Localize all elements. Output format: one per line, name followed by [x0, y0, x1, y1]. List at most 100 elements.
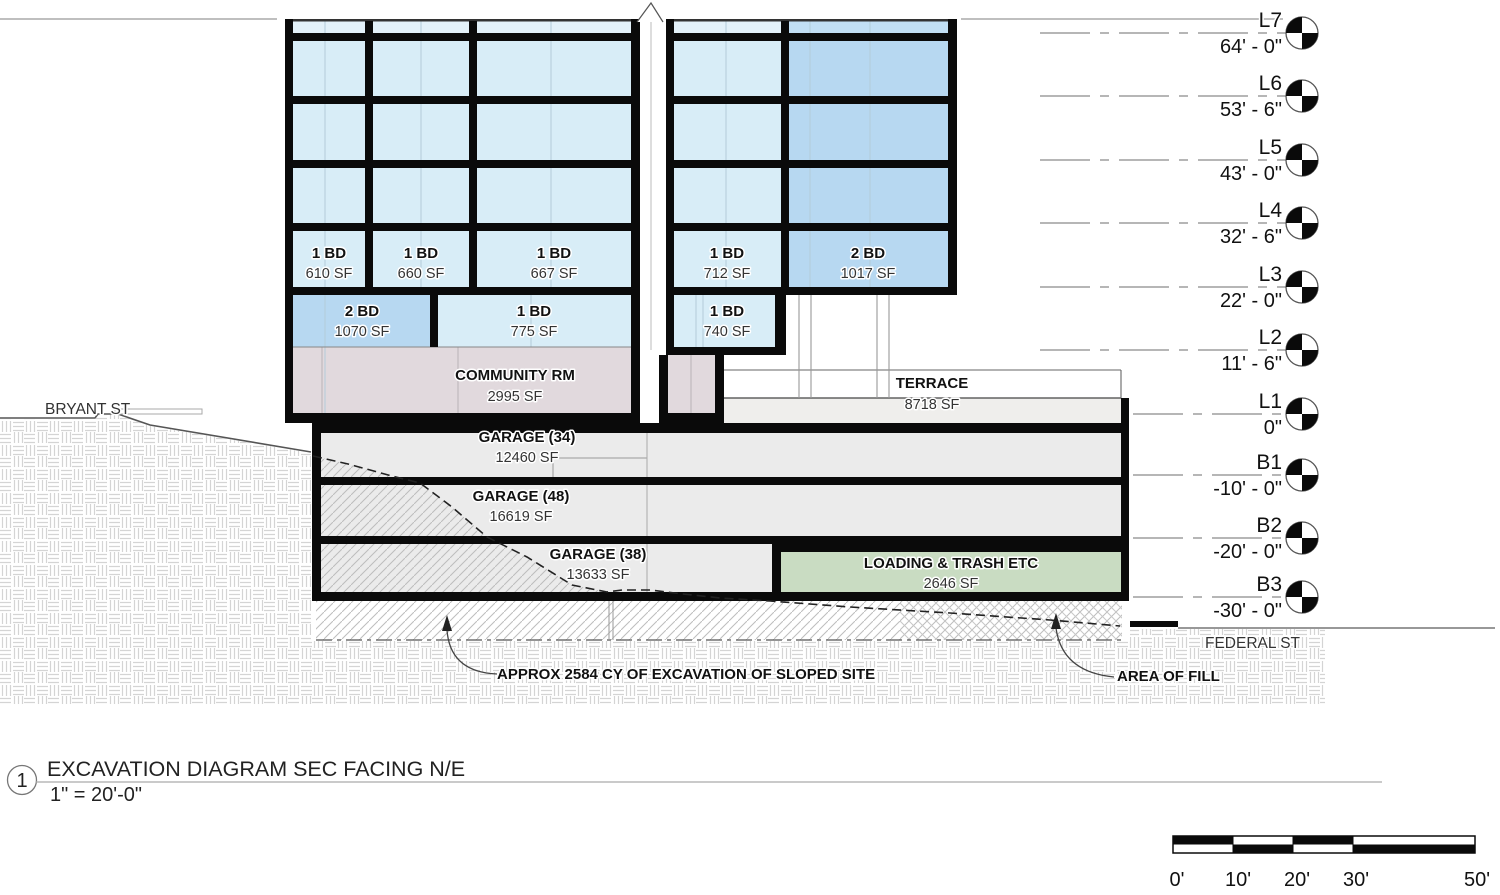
view-title: EXCAVATION DIAGRAM SEC FACING N/E — [47, 757, 465, 781]
level-elevation: 0" — [1264, 417, 1282, 439]
earth-hatch — [0, 415, 1325, 704]
unit-area-label: 712 SF — [704, 266, 751, 282]
left-tower — [285, 19, 640, 423]
datum-icon — [1285, 79, 1319, 113]
fill-note: AREA OF FILL — [1117, 668, 1220, 685]
view-scale: 1" = 20'-0" — [50, 784, 142, 806]
scale-tick-label: 30' — [1343, 869, 1369, 891]
earth-left — [0, 415, 311, 704]
unit-area-label: 667 SF — [531, 266, 578, 282]
slab-b1 — [312, 477, 1129, 485]
right-tower — [659, 19, 957, 423]
level-elevation: -20' - 0" — [1213, 541, 1282, 563]
unit-2bd-1070 — [293, 295, 430, 347]
scale-tick-label: 10' — [1225, 869, 1251, 891]
datum-icon — [1285, 16, 1319, 50]
garage-l1-b1 — [312, 433, 1129, 477]
slab-b2 — [312, 536, 1129, 544]
grade-line-bryant — [0, 413, 312, 453]
datum-icon — [1285, 206, 1319, 240]
room-area-label: 2646 SF — [924, 576, 979, 592]
unit-1bd-712 — [674, 231, 781, 287]
unit-type-label: 1 BD — [517, 303, 551, 320]
loading-room — [781, 552, 1121, 592]
level-elevation: -30' - 0" — [1213, 600, 1282, 622]
street-label-federal: FEDERAL ST — [1205, 635, 1301, 652]
room-area-label: 16619 SF — [490, 509, 553, 525]
level-name: L5 — [1259, 136, 1282, 159]
level-markers: L7 64' - 0" L6 53' - 6" L5 43' - 0" L4 3… — [1040, 8, 1319, 624]
sidewalk-edge — [114, 408, 203, 415]
view-number: 1 — [16, 770, 27, 792]
unit-1bd-775 — [438, 295, 631, 347]
level-elevation: 22' - 0" — [1220, 290, 1282, 312]
excavation-strip — [316, 601, 1125, 641]
unit-row-left — [293, 231, 631, 287]
room-area-label: 12460 SF — [496, 450, 559, 466]
excavation-note: APPROX 2584 CY OF EXCAVATION OF SLOPED S… — [497, 666, 875, 683]
unit-labels: 1 BD 610 SF 1 BD 660 SF 1 BD 667 SF 1 BD… — [304, 244, 897, 342]
terrace-slab — [724, 398, 1121, 423]
room-area-label: 13633 SF — [567, 567, 630, 583]
room-labels: COMMUNITY RM 2995 SF TERRACE 8718 SF GAR… — [454, 366, 1040, 594]
unit-type-label: 1 BD — [312, 245, 346, 262]
unit-2bd-1017 — [789, 231, 948, 287]
annotation-fill: AREA OF FILL — [1051, 613, 1221, 687]
garage-left-wall — [312, 423, 321, 601]
leader-line — [446, 629, 498, 675]
level-elevation: -10' - 0" — [1213, 478, 1282, 500]
unit-area-label: 610 SF — [306, 266, 353, 282]
level-name: B2 — [1256, 514, 1282, 537]
scale-tick-label: 0' — [1170, 869, 1185, 891]
garage-right-wall — [1121, 398, 1129, 601]
leader-arrow-icon — [442, 615, 452, 631]
earth-right — [1130, 629, 1325, 704]
datum-icon — [1285, 458, 1319, 492]
room-area-label: 8718 SF — [905, 397, 960, 413]
level-name: L3 — [1259, 263, 1282, 286]
scale-tick-label: 50' — [1464, 869, 1490, 891]
annotation-excavation: APPROX 2584 CY OF EXCAVATION OF SLOPED S… — [442, 615, 877, 685]
datum-icon — [1285, 580, 1319, 614]
unit-area-label: 1070 SF — [335, 324, 390, 340]
unit-type-label: 1 BD — [710, 303, 744, 320]
unit-type-label: 1 BD — [404, 245, 438, 262]
grade-step-federal — [1130, 621, 1178, 627]
scale-tick-label: 20' — [1284, 869, 1310, 891]
datum-icon — [1285, 397, 1319, 431]
datum-icon — [1285, 143, 1319, 177]
ramp-line — [552, 457, 647, 477]
level-name: B3 — [1256, 573, 1282, 596]
unit-area-label: 775 SF — [511, 324, 558, 340]
room-name-label: COMMUNITY RM — [455, 367, 575, 384]
view-number-icon — [6, 764, 38, 796]
level-name: B1 — [1256, 451, 1282, 474]
unit-area-label: 740 SF — [704, 324, 751, 340]
unit-type-label: 2 BD — [345, 303, 379, 320]
level-elevation: 11' - 6" — [1221, 353, 1282, 375]
level-name: L2 — [1259, 326, 1282, 349]
existing-grade-dashed-line — [312, 455, 1121, 627]
room-name-label: TERRACE — [896, 375, 969, 392]
level-name: L1 — [1259, 390, 1282, 413]
unit-1bd-740 — [674, 295, 775, 347]
datum-icon — [1285, 333, 1319, 367]
unit-type-label: 1 BD — [710, 245, 744, 262]
leader-line — [1055, 627, 1115, 678]
view-title-block: 1 EXCAVATION DIAGRAM SEC FACING N/E 1" =… — [6, 757, 1382, 806]
room-name-label: LOADING & TRASH ETC — [864, 555, 1038, 572]
leader-arrow-icon — [1051, 613, 1061, 629]
terrace-columns — [798, 295, 890, 398]
level-name: L4 — [1259, 199, 1283, 222]
level-name: L7 — [1259, 9, 1282, 32]
tower-top-cut — [285, 19, 640, 22]
unit-area-label: 660 SF — [398, 266, 445, 282]
slab-b3 — [312, 592, 1129, 601]
level-elevation: 32' - 6" — [1220, 226, 1282, 248]
earth-under-building — [311, 641, 1130, 704]
room-name-label: GARAGE (48) — [473, 488, 570, 505]
room-area-label: 2995 SF — [488, 389, 543, 405]
level-name: L6 — [1259, 72, 1282, 95]
